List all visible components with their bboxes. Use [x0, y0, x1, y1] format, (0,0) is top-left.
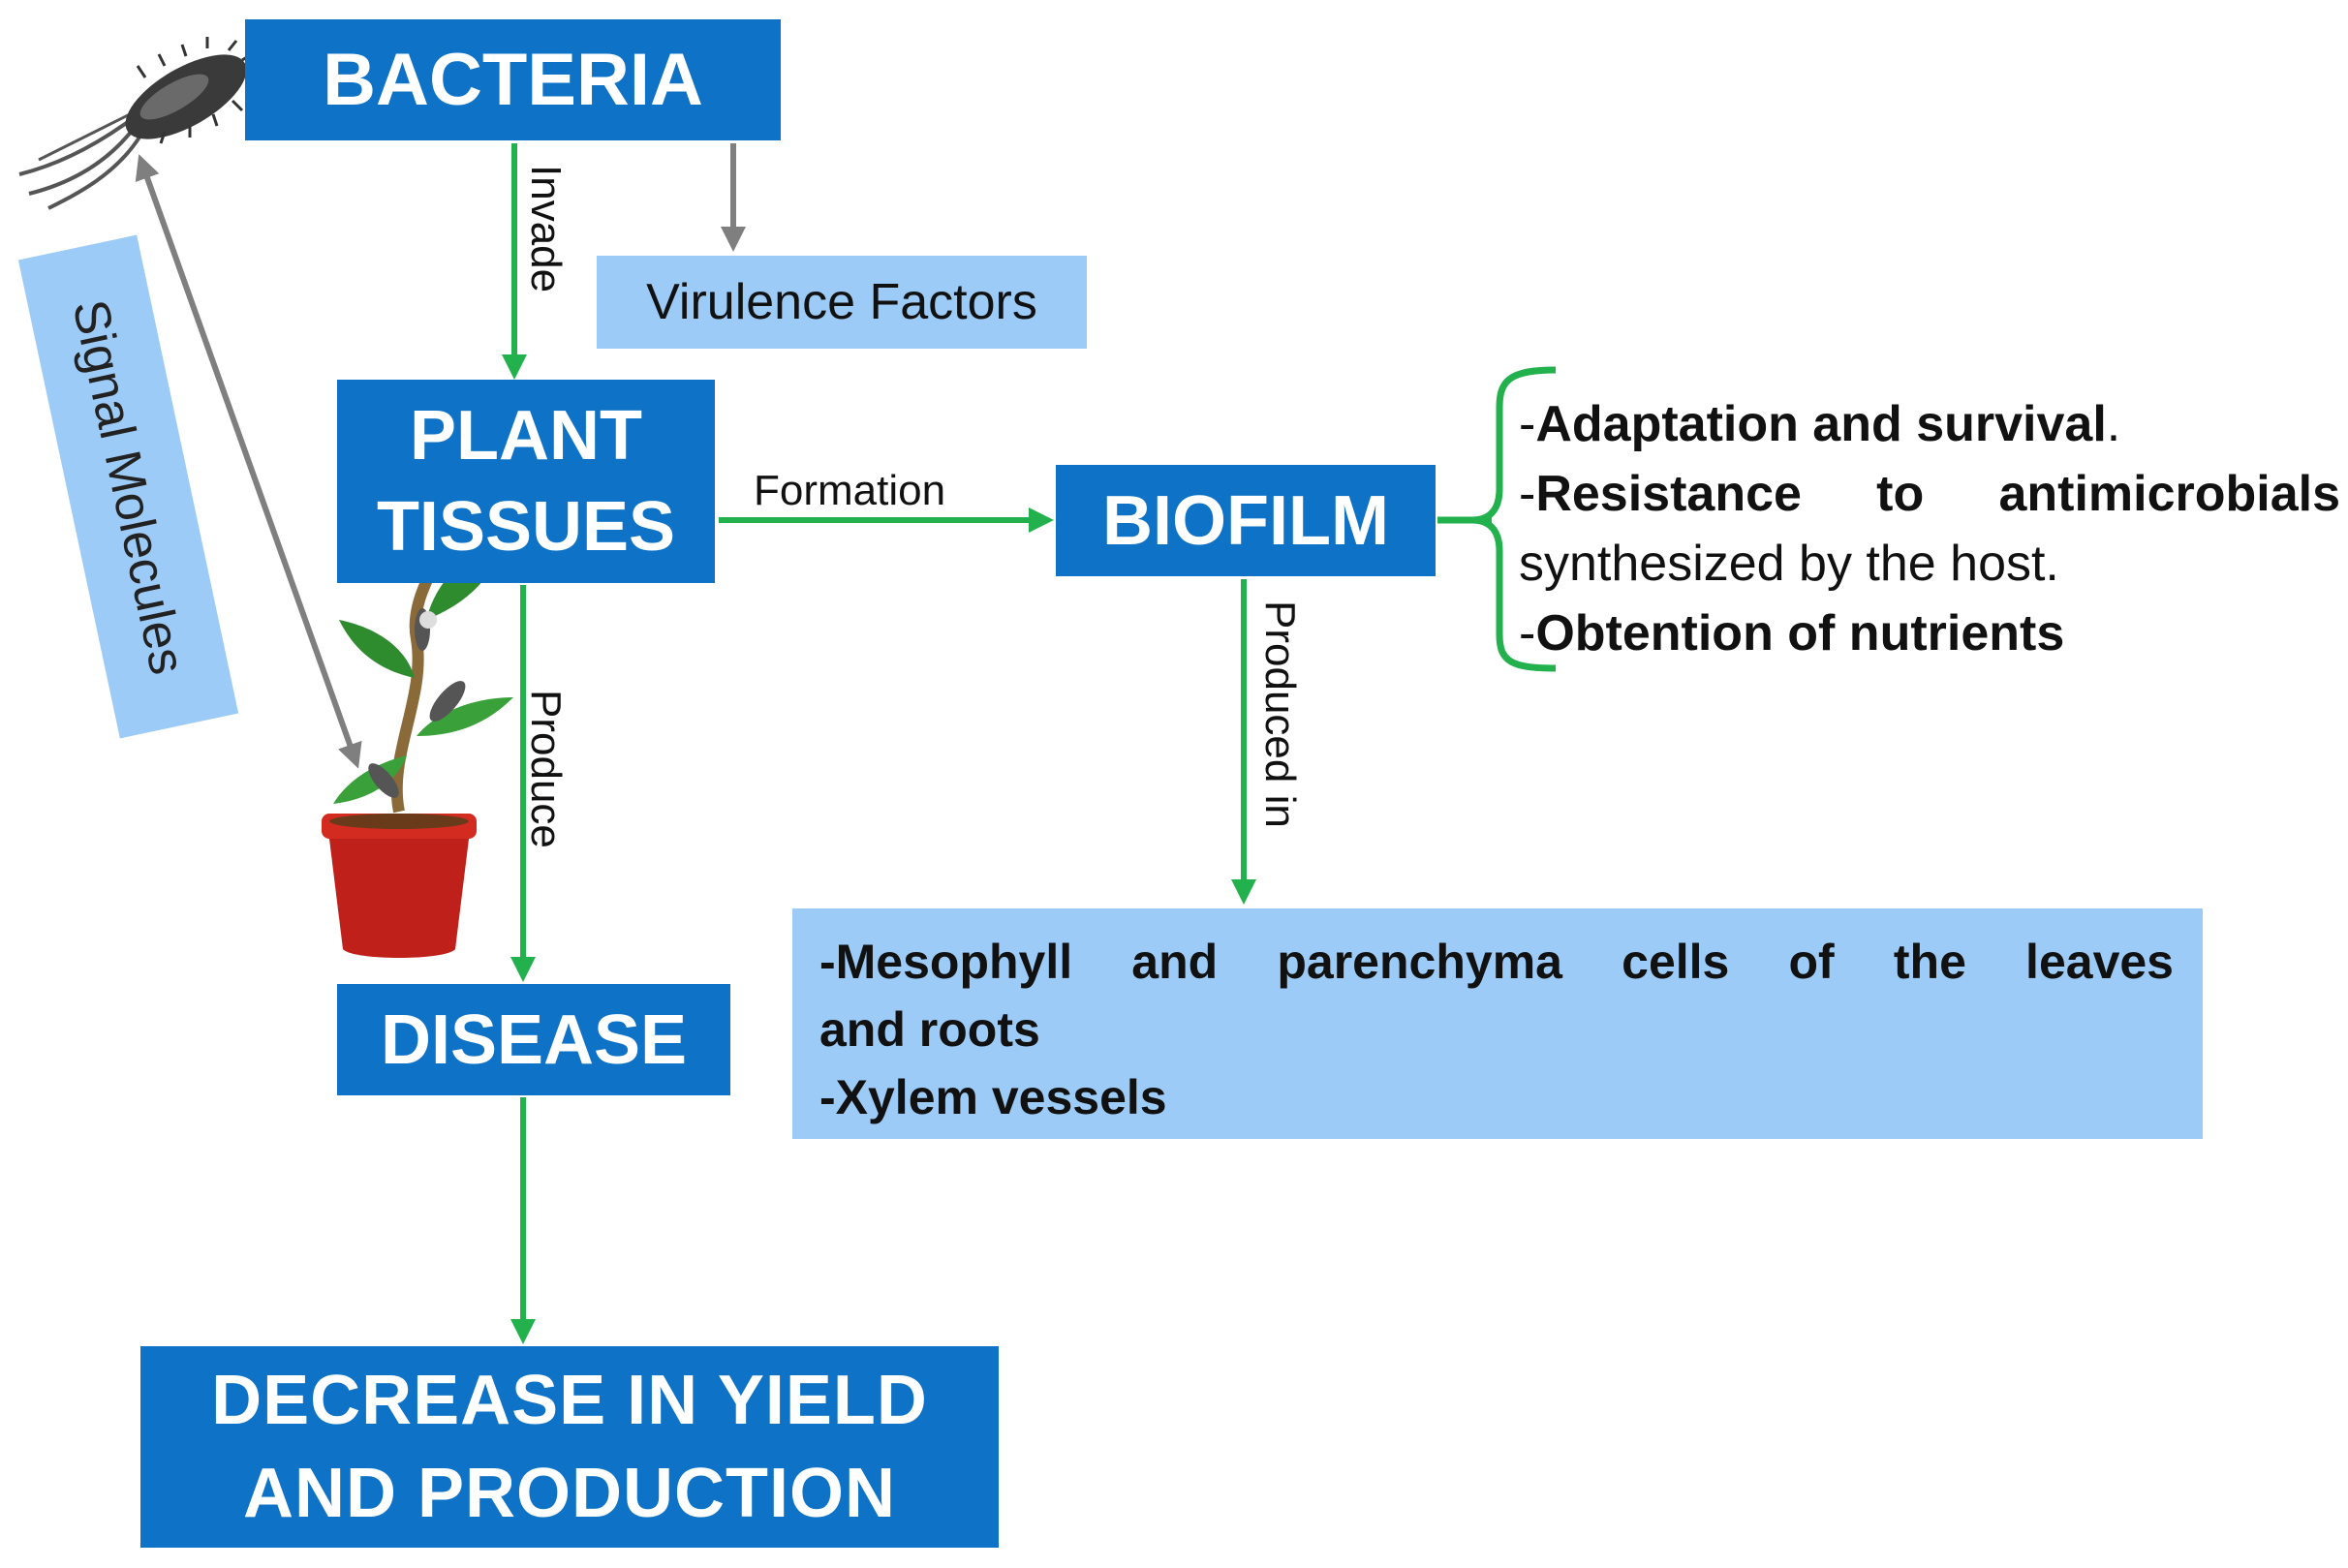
- plant-label-line1: PLANT: [410, 397, 642, 475]
- benefit-2-text: Resistance to antimicrobials: [1535, 466, 2340, 522]
- decrease-node: DECREASE IN YIELD AND PRODUCTION: [140, 1346, 999, 1548]
- virulence-factors-node: Virulence Factors: [597, 256, 1087, 349]
- edge-label-invade: Invade: [522, 165, 570, 293]
- decrease-label-line2: AND PRODUCTION: [243, 1455, 896, 1532]
- benefit-item-2-continued: synthesized by the host.: [1519, 536, 2059, 592]
- benefit-item-1: -Adaptation and survival.: [1519, 389, 2340, 459]
- benefit-2-prefix: -: [1519, 466, 1536, 522]
- benefit-item-2: -Resistance to antimicrobials: [1519, 459, 2340, 529]
- location-line-3: -Xylem vessels: [819, 1070, 1167, 1124]
- benefit-3-prefix: -: [1519, 605, 1536, 661]
- edge-label-produce: Produce: [522, 690, 570, 848]
- edge-label-produced-in: Produced in: [1256, 600, 1304, 828]
- disease-node: DISEASE: [337, 984, 730, 1095]
- decrease-label-line1: DECREASE IN YIELD: [211, 1362, 928, 1439]
- edge-label-formation: Formation: [754, 467, 946, 514]
- biofilm-benefits-list: -Adaptation and survival. -Resistance to…: [1519, 389, 2340, 668]
- virulence-label: Virulence Factors: [646, 274, 1037, 330]
- benefit-1-text: Adaptation and survival: [1535, 396, 2107, 452]
- plant-label-line2: TISSUES: [376, 488, 676, 566]
- bacteria-label: BACTERIA: [323, 39, 703, 121]
- arrow-signal-molecules: [135, 154, 362, 769]
- location-line-1: -Mesophyll and parenchyma cells of the l…: [819, 935, 2174, 989]
- biofilm-node: BIOFILM: [1056, 465, 1436, 576]
- biofilm-locations-node: -Mesophyll and parenchyma cells of the l…: [792, 908, 2203, 1139]
- disease-label: DISEASE: [380, 1000, 688, 1079]
- benefit-3-text: Obtention of nutrients: [1535, 605, 2065, 661]
- plant-tissues-node: PLANT TISSUES: [337, 380, 715, 583]
- benefit-item-3: -Obtention of nutrients: [1519, 599, 2340, 668]
- benefit-1-prefix: -: [1519, 396, 1536, 452]
- biofilm-label: BIOFILM: [1102, 481, 1389, 560]
- curly-brace: [1471, 366, 1557, 672]
- bacteria-node: BACTERIA: [245, 19, 781, 140]
- benefit-1-suffix: .: [2106, 396, 2121, 452]
- bacterium-icon: [18, 37, 253, 210]
- location-line-2: and roots: [819, 1002, 1040, 1057]
